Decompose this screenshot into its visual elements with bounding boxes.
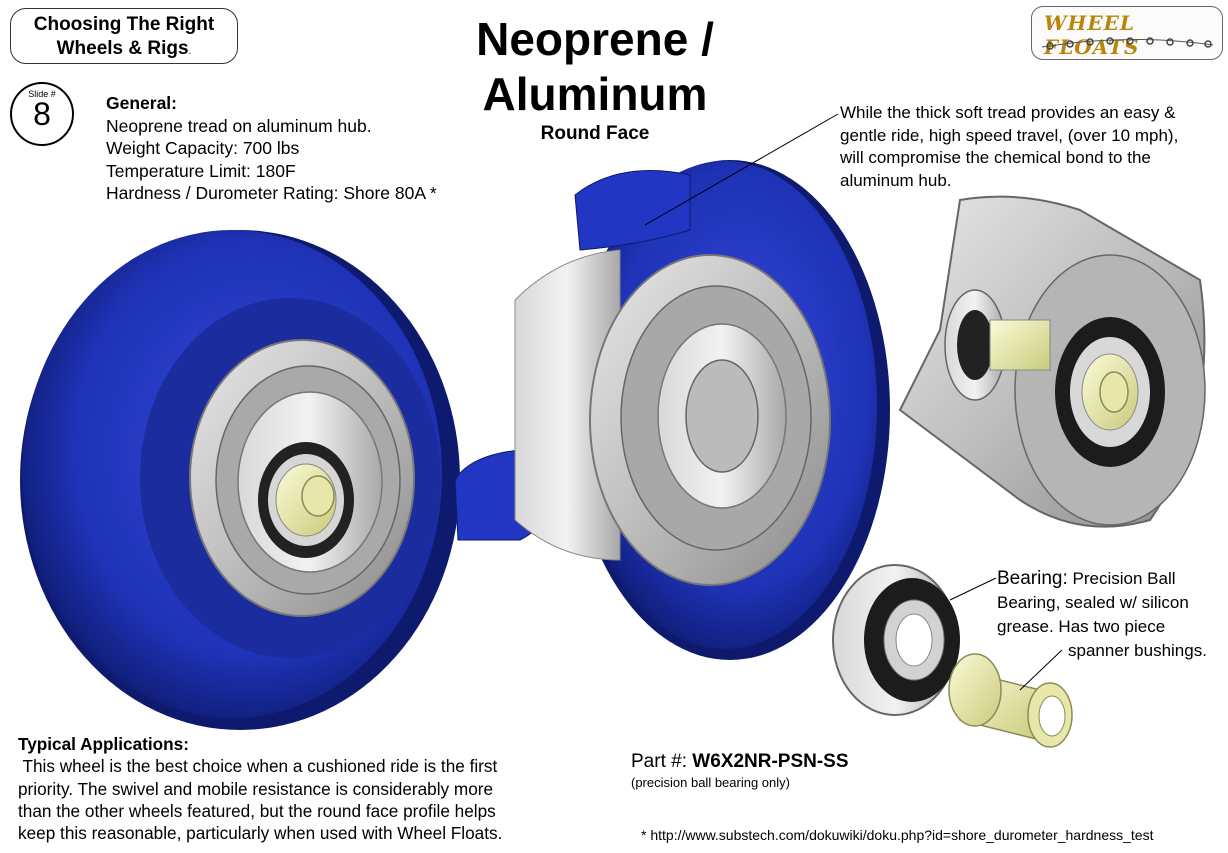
part-number: Part #: W6X2NR-PSN-SS: [631, 751, 849, 773]
complete-wheel: [20, 230, 460, 730]
section-title-line1: Choosing The Right: [33, 14, 215, 35]
title-line1: Neoprene /: [476, 13, 714, 65]
bushing-leader-line: [1019, 649, 1063, 691]
hub-cutaway: [898, 195, 1206, 528]
wheel-floats-logo: WHEEL FLOATS: [1031, 6, 1223, 60]
part-label: Part #:: [631, 751, 687, 772]
spec-line: Temperature Limit: 180F: [106, 160, 296, 181]
callout-line: aluminum hub.: [840, 170, 952, 190]
bearing-line: Bearing, sealed w/ silicon: [997, 593, 1189, 612]
callout-line: will compromise the chemical bond to the: [840, 148, 1151, 167]
beads-icon: [1041, 37, 1214, 50]
page-subtitle: Round Face: [540, 123, 650, 144]
bearing-heading: Bearing:: [997, 568, 1068, 589]
typical-line: This wheel is the best choice when a cus…: [18, 756, 498, 777]
bearing-leader-line: [949, 577, 997, 601]
tread-callout: While the thick soft tread provides an e…: [840, 102, 1220, 192]
section-title-box: Choosing The Right Wheels & Rigs.: [10, 8, 238, 64]
tread-leader-line: [644, 113, 839, 226]
title-line2: Aluminum: [482, 68, 708, 120]
general-heading: General:: [106, 93, 177, 113]
page-title: Neoprene / Aluminum: [430, 12, 760, 122]
general-specs: General: Neoprene tread on aluminum hub.…: [106, 92, 437, 205]
callout-line: gentle ride, high speed travel, (over 10…: [840, 125, 1179, 145]
bearing-line: Bearing: Precision Ball: [997, 568, 1176, 589]
bearing-assembly: [832, 564, 1073, 748]
typical-line: than the other wheels featured, but the …: [18, 800, 496, 821]
section-title-line2: Wheels & Rigs.: [56, 38, 192, 59]
part-code: W6X2NR-PSN-SS: [692, 751, 849, 772]
typical-applications: Typical Applications: This wheel is the …: [18, 733, 578, 844]
bearing-line: spanner bushings.: [1068, 641, 1207, 660]
typical-heading: Typical Applications:: [18, 734, 189, 754]
spec-line: Weight Capacity: 700 lbs: [106, 138, 300, 158]
part-note: (precision ball bearing only): [631, 775, 790, 790]
slide-label: Slide #: [28, 89, 56, 99]
spec-line: Neoprene tread on aluminum hub.: [106, 115, 372, 136]
spec-line: Hardness / Durometer Rating: Shore 80A *: [106, 183, 437, 203]
slide-number: 8: [33, 96, 51, 132]
typical-line: keep this reasonable, particularly when …: [18, 823, 503, 844]
typical-line: priority. The swivel and mobile resistan…: [18, 778, 494, 799]
bearing-callout: Bearing: Precision Ball Bearing, sealed …: [997, 567, 1227, 663]
sectioned-wheel: [454, 160, 890, 660]
bearing-line: grease. Has two piece: [997, 617, 1166, 636]
footnote-link[interactable]: * http://www.substech.com/dokuwiki/doku.…: [641, 827, 1154, 843]
callout-line: While the thick soft tread provides an e…: [840, 103, 1176, 122]
slide-number-badge: Slide # 8: [10, 82, 74, 146]
